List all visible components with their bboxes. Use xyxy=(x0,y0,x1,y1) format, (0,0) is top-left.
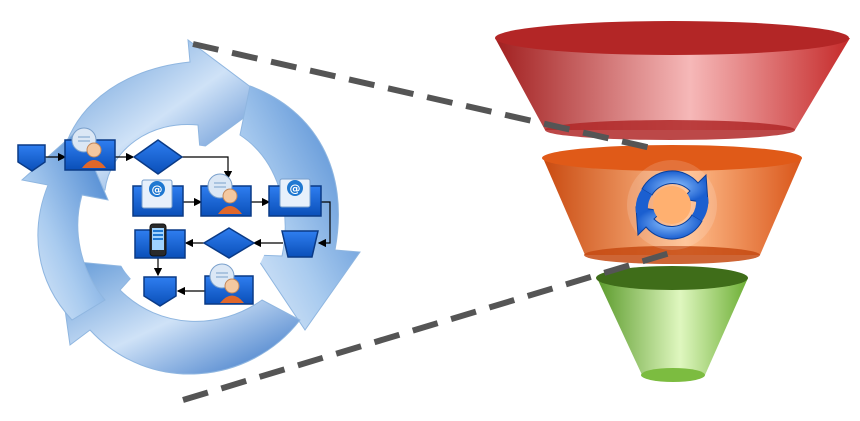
funnel xyxy=(495,21,850,382)
funnel-stage-top xyxy=(495,21,850,140)
refresh-cycle-icon xyxy=(627,160,717,250)
flow-connectors xyxy=(45,152,331,296)
funnel-stage-bottom xyxy=(596,266,748,382)
decision-node-2 xyxy=(202,227,256,259)
offpage-end-node xyxy=(143,276,177,307)
person-chat-icon xyxy=(71,127,106,168)
person-chat-node-2 xyxy=(200,173,252,217)
cycle-arrow-segment-bottom xyxy=(57,259,301,375)
mobile-phone-icon xyxy=(149,223,167,257)
manual-operation-node xyxy=(281,230,319,258)
person-chat-node-1 xyxy=(64,127,116,171)
email-envelope-icon: @ xyxy=(141,179,173,209)
funnel-stage-middle xyxy=(542,145,802,264)
person-chat-icon xyxy=(209,263,244,303)
mobile-node xyxy=(134,223,186,259)
offpage-start-node xyxy=(17,144,46,172)
cycle-arrow-segment-left xyxy=(20,129,109,321)
connector xyxy=(317,201,331,248)
flow-nodes: @ @ xyxy=(17,127,322,307)
dashed-projection-lines xyxy=(182,41,681,403)
svg-text:@: @ xyxy=(290,182,301,195)
email-envelope-icon: @ xyxy=(279,178,311,208)
connector xyxy=(182,156,233,180)
decision-node-1 xyxy=(132,139,184,175)
person-chat-node-3 xyxy=(204,263,254,305)
svg-text:@: @ xyxy=(152,183,163,196)
dashed-line-bottom xyxy=(182,247,681,403)
email-node-2: @ xyxy=(268,178,322,217)
person-chat-icon xyxy=(207,173,242,214)
email-node-1: @ xyxy=(132,179,184,217)
